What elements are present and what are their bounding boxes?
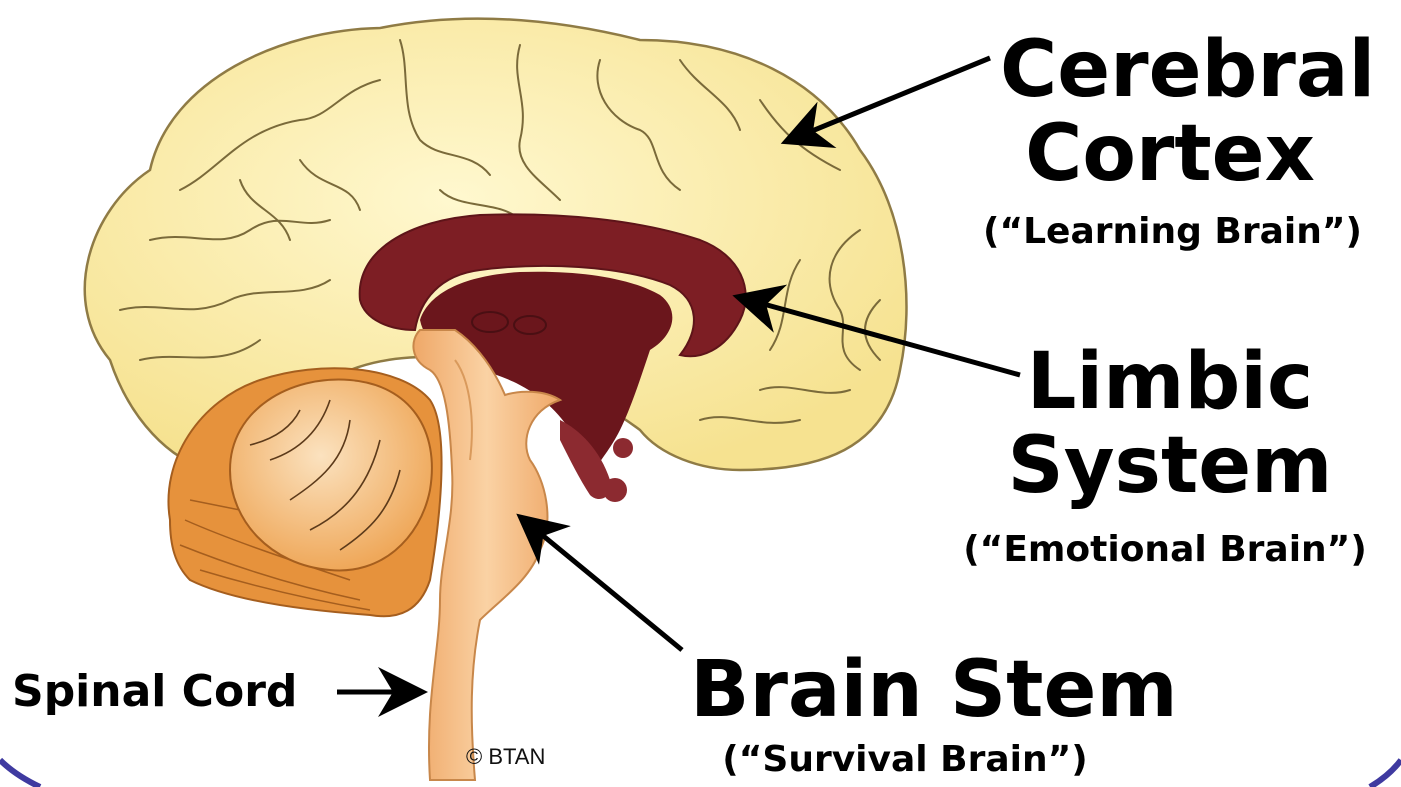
brain-stem-title: Brain Stem — [690, 648, 1120, 732]
cerebral-cortex-subtitle: (“Learning Brain”) — [955, 212, 1390, 252]
limbic-system-label: Limbic System — [1000, 340, 1340, 508]
frame-corner-left — [0, 760, 40, 787]
limbic-system-subtitle: (“Emotional Brain”) — [935, 530, 1395, 570]
cerebral-cortex-title-1: Cerebral — [1000, 28, 1340, 112]
frame-corner-right — [1370, 760, 1401, 787]
stem-arrow — [524, 520, 682, 650]
brain-stem-subtitle: (“Survival Brain”) — [695, 740, 1115, 780]
spinal-cord-label: Spinal Cord — [12, 668, 297, 716]
limbic-system-title-2: System — [1000, 424, 1340, 508]
brain-stem — [413, 330, 560, 780]
copyright-text: © BTAN — [466, 744, 545, 770]
cerebral-cortex-label: Cerebral Cortex — [1000, 28, 1340, 196]
limbic-system-title-1: Limbic — [1000, 340, 1340, 424]
cerebral-cortex-title-2: Cortex — [1000, 112, 1340, 196]
